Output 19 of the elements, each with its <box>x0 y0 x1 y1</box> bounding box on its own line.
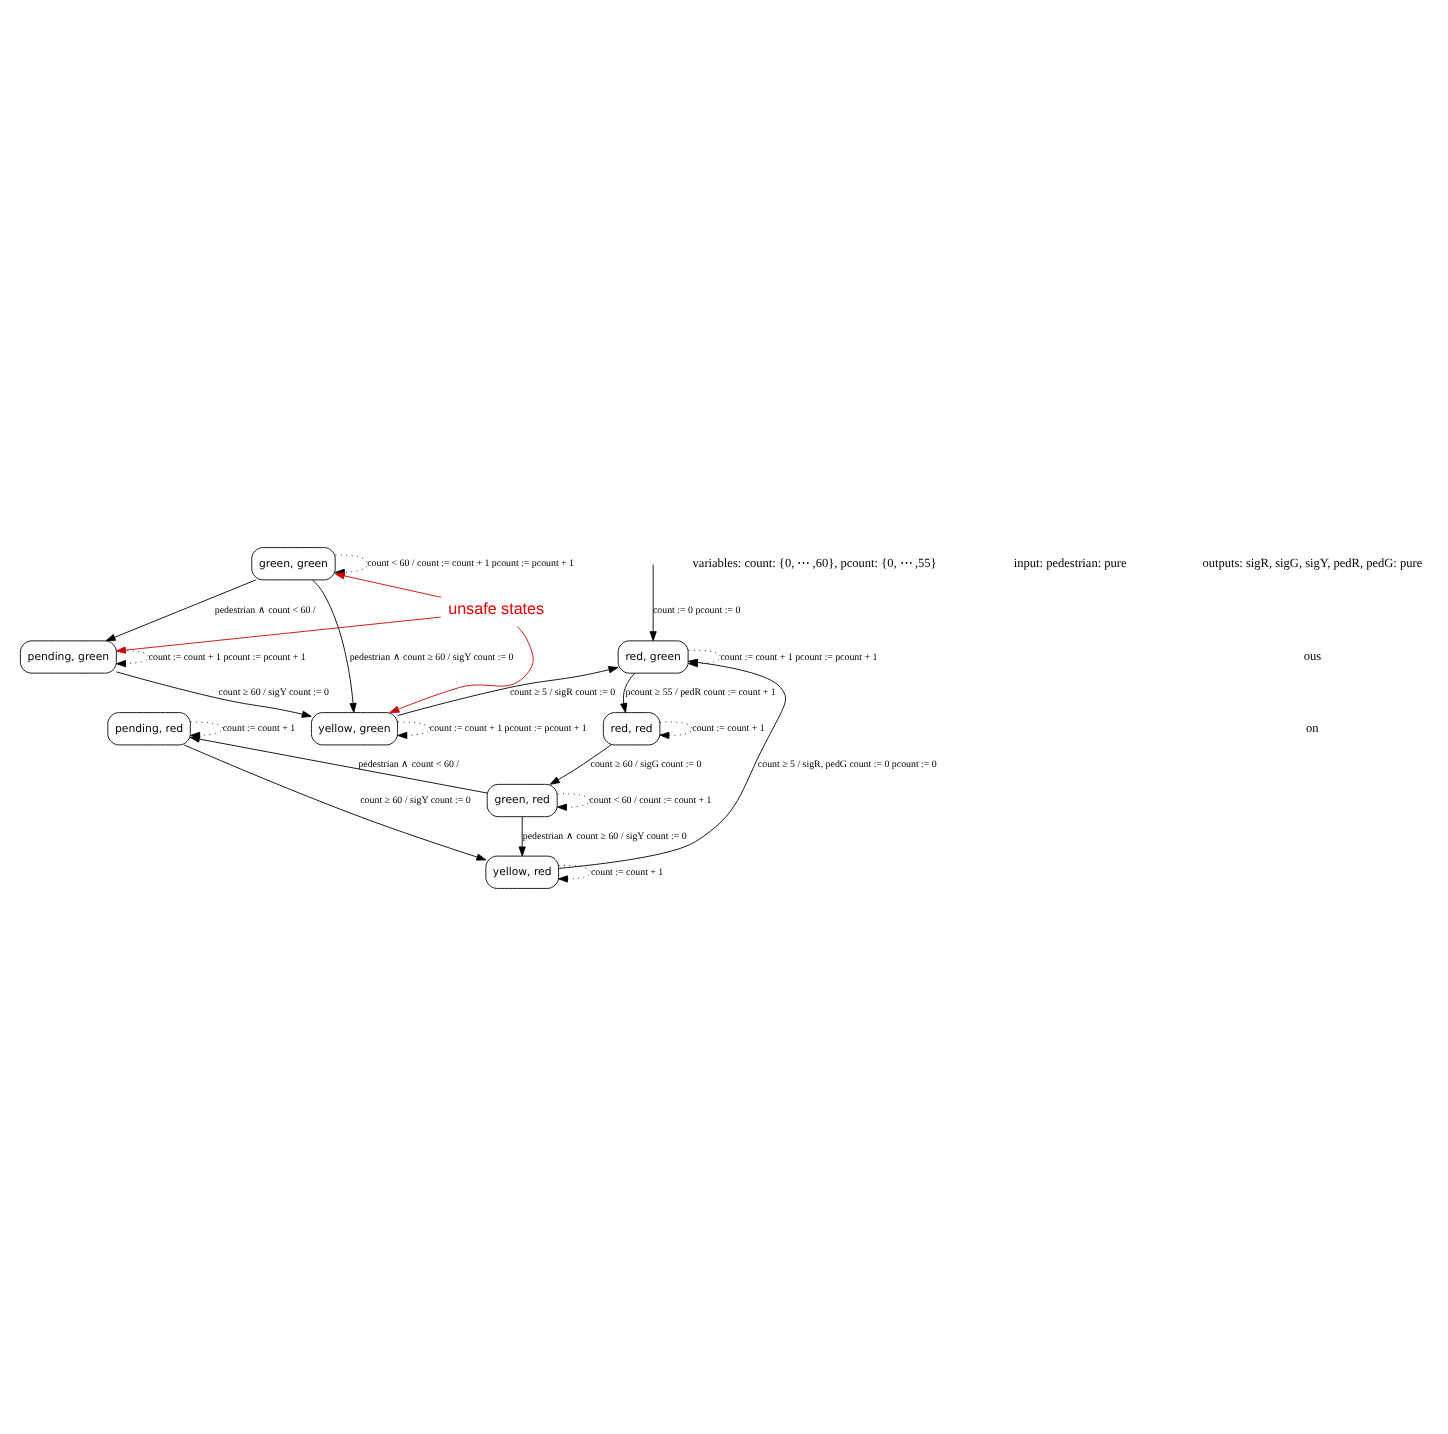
arrow <box>116 615 442 653</box>
arrow <box>620 671 636 712</box>
arrow <box>397 665 619 715</box>
arrow <box>557 792 590 810</box>
arrow <box>659 720 693 739</box>
arrow <box>105 578 257 641</box>
arrow <box>312 578 357 712</box>
arrow <box>558 864 592 882</box>
arrow <box>649 563 657 641</box>
arrow <box>183 743 487 860</box>
arrow <box>549 743 612 784</box>
arrow <box>116 648 150 667</box>
arrow <box>115 670 312 717</box>
arrow <box>389 625 534 713</box>
arrow <box>397 720 431 738</box>
arrow <box>518 815 526 856</box>
node-text: unsafe states <box>448 599 545 618</box>
arrow <box>190 720 224 738</box>
arrow <box>334 571 442 597</box>
